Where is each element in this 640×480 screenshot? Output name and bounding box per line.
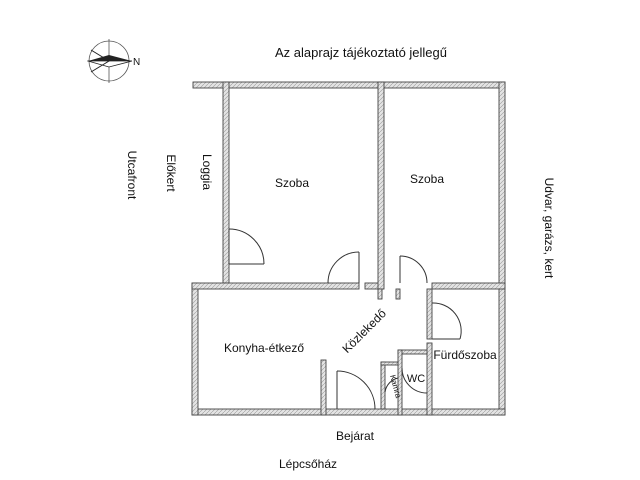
label-street-front: Utcafront: [125, 151, 139, 200]
label-loggia: Loggia: [200, 154, 214, 190]
label-stairwell: Lépcsőház: [279, 457, 337, 471]
doors: [228, 228, 462, 410]
room-label-szoba-1: Szoba: [275, 176, 309, 190]
room-label-hallway: Közlekedő: [339, 306, 389, 356]
plan-notice: Az alaprajz tájékoztató jellegű: [275, 45, 447, 60]
walls: [191, 81, 506, 416]
room-label-bathroom: Fürdőszoba: [433, 348, 497, 362]
compass-north-label: N: [133, 57, 140, 68]
label-front-garden: Előkert: [164, 154, 178, 192]
compass-rose-icon: N: [87, 39, 140, 83]
room-label-kitchen: Konyha-étkező: [224, 341, 304, 355]
label-entrance: Bejárat: [336, 429, 375, 443]
room-label-wc: WC: [407, 373, 425, 385]
room-label-szoba-2: Szoba: [410, 172, 444, 186]
label-yard: Udvar, garázs, kert: [542, 178, 556, 279]
